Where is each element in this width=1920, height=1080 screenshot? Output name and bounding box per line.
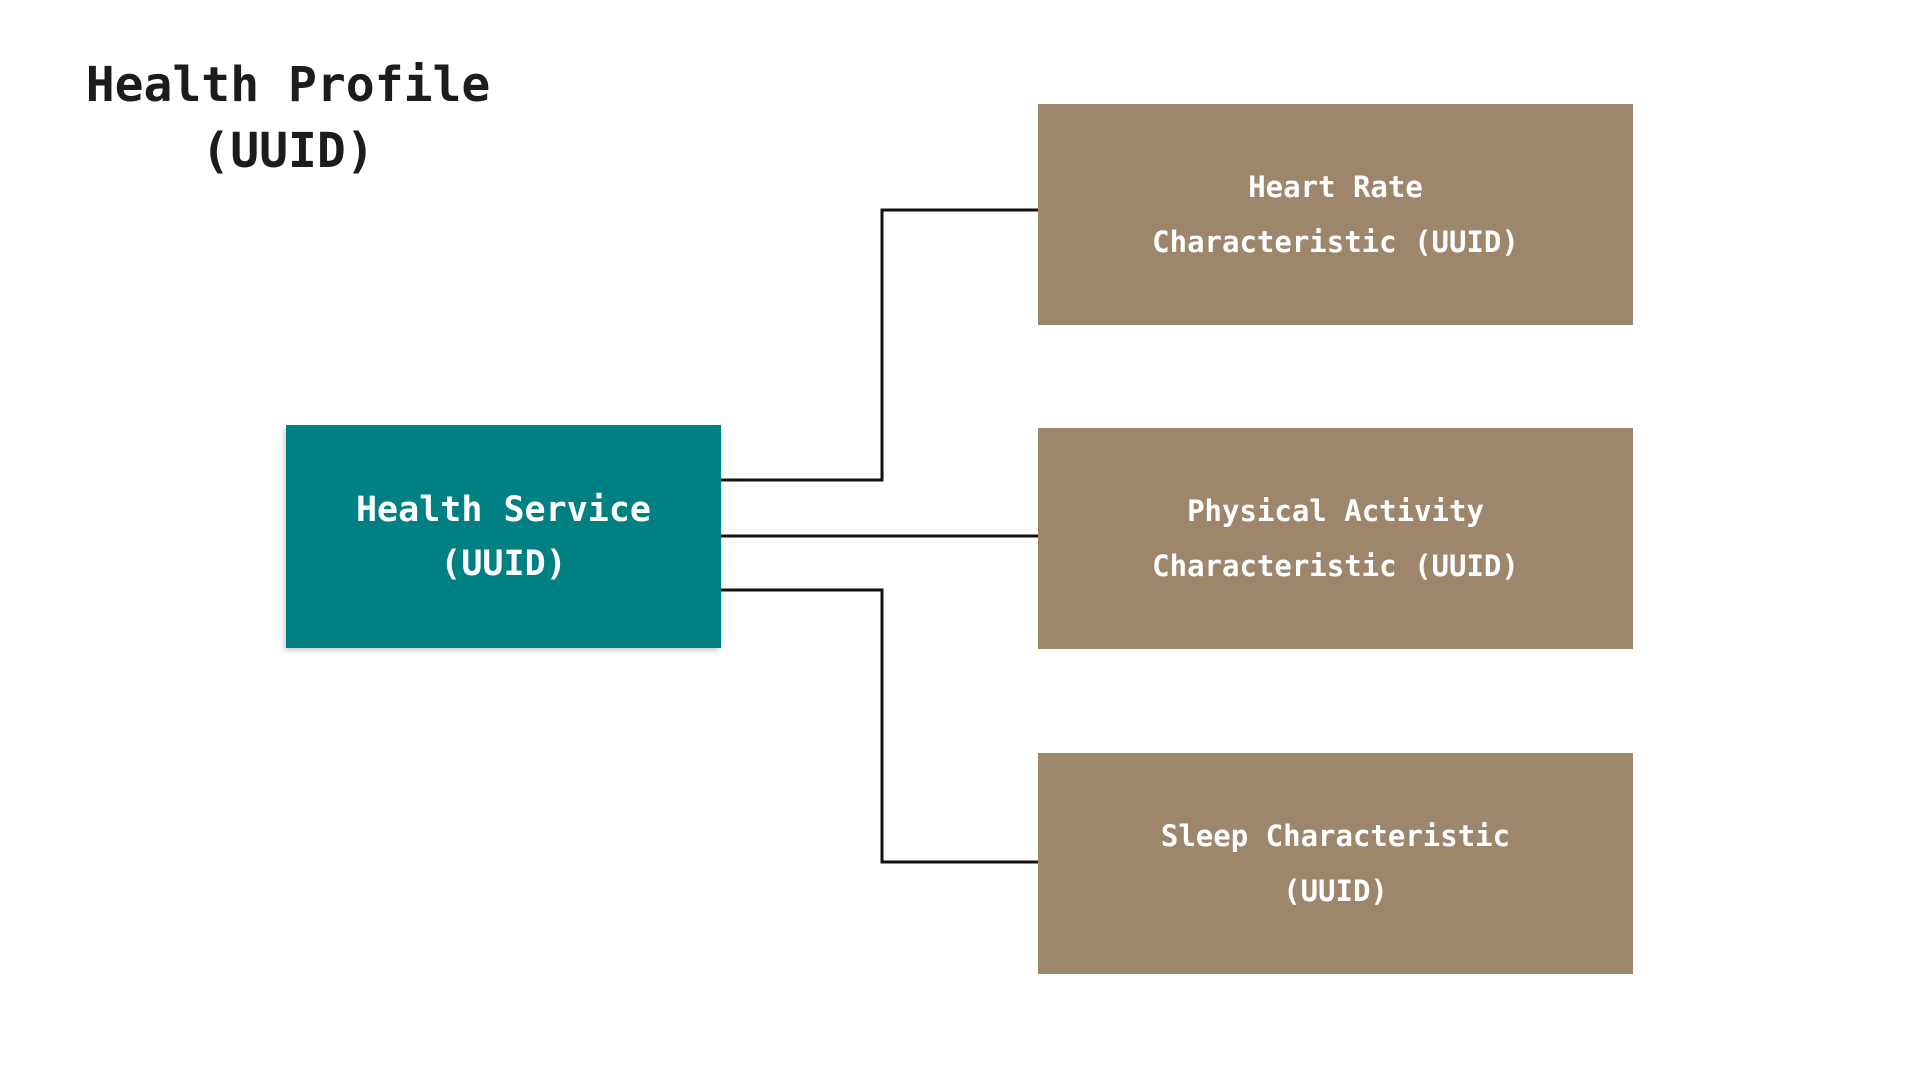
health-service-box: Health Service (UUID) bbox=[286, 425, 721, 648]
diagram-title-line1: Health Profile bbox=[85, 57, 491, 113]
connector-service-to-sleep bbox=[721, 588, 1038, 864]
diagram-title: Health Profile (UUID) bbox=[85, 52, 491, 184]
diagram-title-line2: (UUID) bbox=[201, 123, 375, 179]
heart-rate-characteristic-box: Heart Rate Characteristic (UUID) bbox=[1038, 104, 1633, 325]
sleep-label-line2: (UUID) bbox=[1283, 873, 1388, 908]
heart-rate-label-line1: Heart Rate bbox=[1248, 169, 1423, 204]
health-service-label-line1: Health Service bbox=[355, 489, 651, 530]
sleep-label-line1: Sleep Characteristic bbox=[1160, 818, 1511, 853]
heart-rate-label-line2: Characteristic (UUID) bbox=[1152, 224, 1519, 259]
health-service-label-line2: (UUID) bbox=[440, 543, 567, 584]
sleep-characteristic-box: Sleep Characteristic (UUID) bbox=[1038, 753, 1633, 974]
physical-activity-label-line1: Physical Activity bbox=[1187, 493, 1484, 528]
physical-activity-label-line2: Characteristic (UUID) bbox=[1152, 548, 1519, 583]
physical-activity-characteristic-box: Physical Activity Characteristic (UUID) bbox=[1038, 428, 1633, 649]
connector-service-to-heart-rate bbox=[721, 208, 1038, 482]
